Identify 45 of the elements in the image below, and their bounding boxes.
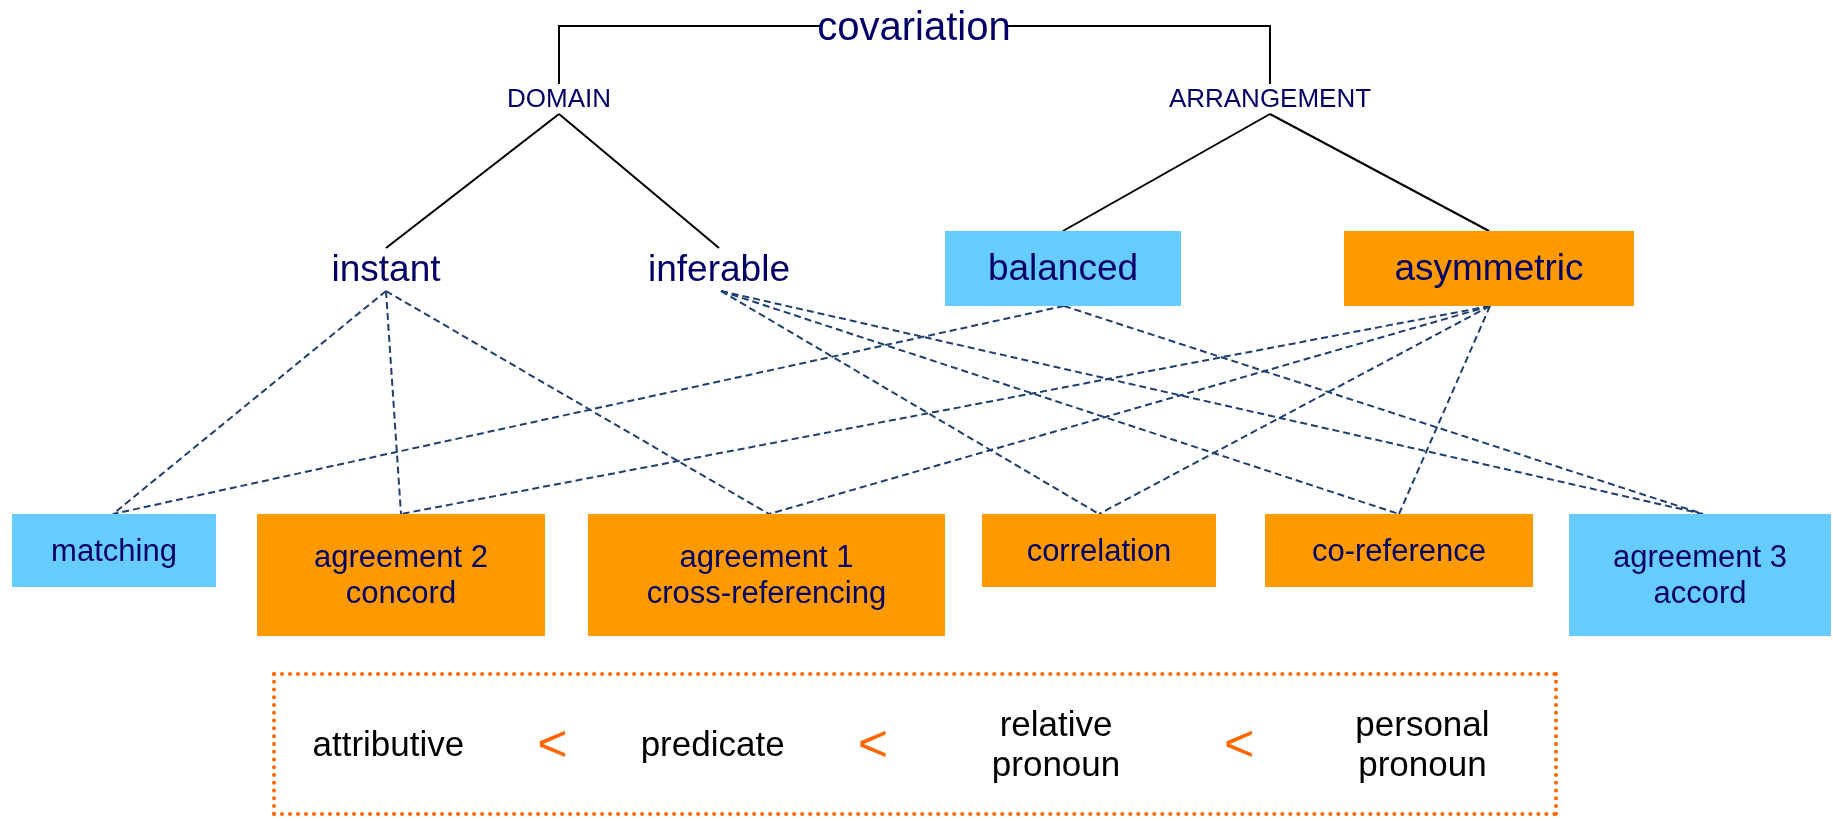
label-text: correlation bbox=[1026, 532, 1172, 569]
label-text: relative pronoun bbox=[990, 703, 1122, 785]
connector-line bbox=[720, 290, 1704, 515]
label-text: accord bbox=[1653, 575, 1747, 611]
connector-line bbox=[385, 290, 402, 515]
connector-line bbox=[720, 290, 1400, 515]
less-than-sign: < bbox=[537, 714, 568, 774]
label-text: DOMAIN bbox=[507, 84, 611, 114]
hierarchy-panel bbox=[272, 672, 1558, 816]
less-than-sign: < bbox=[1224, 714, 1255, 774]
category-box bbox=[257, 514, 545, 636]
label-text: matching bbox=[51, 532, 177, 569]
label-text: inferable bbox=[648, 248, 790, 291]
connector-line bbox=[558, 113, 720, 249]
label-text: asymmetric bbox=[1394, 247, 1584, 290]
connector-line bbox=[1063, 305, 1704, 515]
connector-line bbox=[720, 290, 1100, 515]
connector-line bbox=[1269, 113, 1490, 232]
label-text: agreement 3 bbox=[1612, 539, 1788, 575]
label-text: covariation bbox=[817, 3, 1011, 49]
category-box bbox=[1569, 514, 1831, 636]
label-text: balanced bbox=[987, 247, 1139, 290]
label-text: cross-referencing bbox=[646, 575, 887, 611]
category-box bbox=[945, 231, 1181, 306]
connector-line bbox=[385, 290, 770, 515]
connector-line bbox=[1398, 305, 1491, 515]
connector-line bbox=[1062, 113, 1271, 232]
category-box bbox=[588, 514, 945, 636]
label-text: ARRANGEMENT bbox=[1168, 84, 1372, 114]
label-text: co-reference bbox=[1312, 532, 1486, 569]
connector-line bbox=[112, 305, 1065, 515]
label-text: attributive bbox=[312, 723, 465, 765]
label-text: agreement 2 bbox=[313, 539, 489, 575]
label-text: predicate bbox=[640, 723, 785, 765]
label-text: instant bbox=[331, 248, 441, 291]
connector-line bbox=[1098, 305, 1491, 515]
label-text: concord bbox=[345, 575, 457, 611]
category-box bbox=[982, 514, 1216, 587]
category-box bbox=[1265, 514, 1533, 587]
label-text: agreement 1 bbox=[679, 539, 854, 575]
label-text: personal pronoun bbox=[1354, 703, 1491, 785]
category-box bbox=[12, 514, 216, 587]
category-box bbox=[1344, 231, 1634, 306]
less-than-sign: < bbox=[857, 714, 889, 774]
connector-line bbox=[385, 113, 560, 249]
